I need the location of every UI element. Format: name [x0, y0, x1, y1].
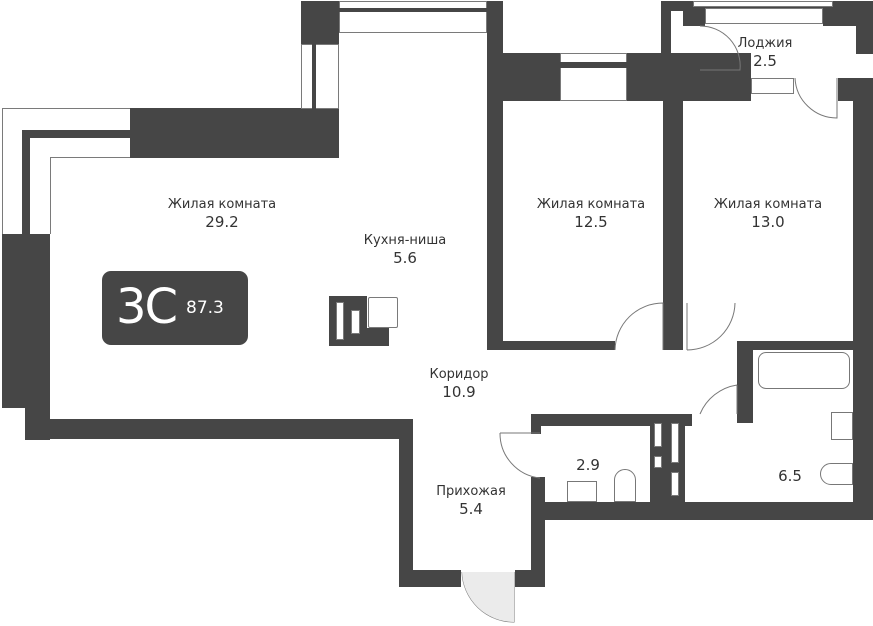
room-area: 5.6: [393, 249, 417, 267]
bath-sink-icon: [831, 412, 853, 440]
kitchen-unit-slot-2: [351, 310, 360, 334]
wall-left-outer: [2, 233, 50, 408]
wc-sink-icon: [567, 481, 597, 502]
room-area: 13.0: [751, 213, 785, 231]
room-label-bathroom: 6.5: [778, 467, 802, 486]
window-room2: [560, 53, 627, 101]
window-top-kitchen: [339, 1, 487, 33]
door-bath-icon: [699, 384, 738, 415]
wall-top-living: [130, 108, 339, 158]
door-room3-icon: [686, 302, 736, 351]
wall-top-room2-left: [487, 53, 560, 101]
room-label-kitchen: Кухня-ниша 5.6: [364, 233, 446, 268]
wall-bath-left: [737, 341, 753, 423]
room-label-wc: 2.9: [576, 456, 600, 475]
wall-bottom-living: [25, 419, 413, 439]
wall-room2-bottom: [487, 341, 615, 350]
wall-right-outer: [853, 78, 873, 518]
apartment-total-area: 87.3: [186, 298, 224, 318]
room-area: 29.2: [205, 213, 239, 231]
room-area: 12.5: [574, 213, 608, 231]
wall-bottom-baths: [531, 502, 873, 520]
window-loggia-outer: [693, 1, 833, 7]
wc-toilet-icon: [614, 469, 636, 502]
window-top-kitchen-frame: [339, 8, 487, 12]
room-name: Кухня-ниша: [363, 233, 447, 248]
wall-loggia-pillar-left: [683, 8, 705, 26]
room-label-corridor: Коридор 10.9: [429, 367, 488, 402]
window-upper-left: [301, 44, 339, 109]
door-loggia-2-icon: [794, 77, 838, 119]
window-inner: [50, 157, 130, 234]
window-frame-left: [22, 130, 30, 234]
wall-hallway-bottom: [399, 570, 461, 587]
bathtub-icon: [758, 352, 850, 389]
kitchen-unit: [329, 296, 367, 346]
apartment-type-badge: 3С 87.3: [102, 271, 248, 345]
apartment-type-code: 3С: [116, 279, 178, 335]
door-room2-icon: [614, 302, 664, 351]
wall-loggia-bottom: [661, 76, 751, 101]
room-area: 10.9: [442, 383, 476, 401]
kitchen-unit-slot-1: [336, 302, 344, 340]
room-label-hallway: Прихожая 5.4: [436, 484, 506, 519]
room-label-living-2: Жилая комната 12.5: [537, 197, 645, 232]
door-loggia-icon: [699, 25, 741, 71]
window-loggia-inner: [705, 8, 823, 24]
room-label-living-1: Жилая комната 29.2: [168, 197, 276, 232]
room-label-living-3: Жилая комната 13.0: [714, 197, 822, 232]
window-frame-top: [22, 130, 130, 138]
room-area: 5.4: [459, 500, 483, 518]
stove-icon: [368, 297, 398, 328]
window-room2-frame: [560, 62, 627, 68]
wall-upper-pillar: [301, 1, 339, 44]
shaft-3: [671, 423, 679, 463]
room-name: Коридор: [429, 367, 489, 382]
room-area: 2.9: [576, 456, 600, 474]
room-name: Прихожая: [436, 484, 506, 499]
wall-wc-left-top: [531, 414, 541, 434]
shaft-4: [671, 472, 679, 496]
room-name: Жилая комната: [167, 197, 277, 212]
shaft-2: [654, 456, 662, 468]
room-name: Жилая комната: [536, 197, 646, 212]
window-upper-left-frame: [312, 44, 316, 109]
wall-room2-room3: [663, 101, 683, 350]
door-wc-icon: [499, 432, 541, 479]
wall-hallway-left: [399, 419, 413, 587]
room-name: Лоджия: [737, 36, 793, 51]
room-area: 6.5: [778, 467, 802, 485]
wall-loggia-right: [856, 1, 873, 54]
window-loggia-to-room3: [751, 78, 794, 94]
bath-toilet-icon: [820, 463, 853, 485]
room-area: 2.5: [753, 52, 777, 70]
room-name: Жилая комната: [713, 197, 823, 212]
kitchen-unit-low: [367, 328, 389, 346]
shaft-1: [654, 423, 662, 447]
wall-loggia-left: [661, 1, 671, 76]
room-label-loggia: Лоджия 2.5: [738, 36, 793, 71]
wall-room3-bottom: [737, 341, 873, 350]
